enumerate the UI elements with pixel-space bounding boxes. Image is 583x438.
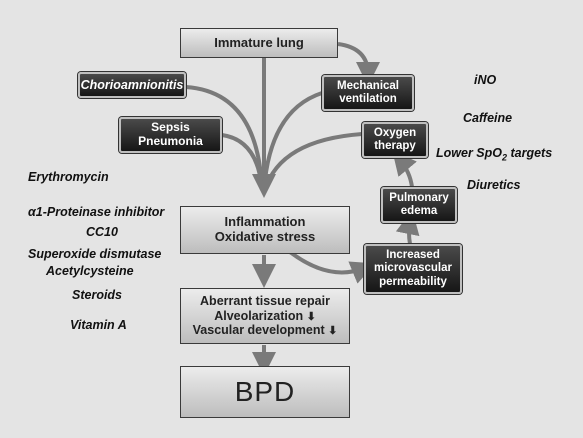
treatment-ino: iNO bbox=[474, 73, 497, 87]
pneumonia-label: Pneumonia bbox=[138, 134, 203, 148]
arrow-permeability-to-edema bbox=[395, 210, 420, 245]
oxygen-therapy-box: Oxygen therapy bbox=[362, 122, 428, 158]
arrow-ventilation-to-inflammation bbox=[262, 91, 323, 191]
treatment-vitamin-a: Vitamin A bbox=[70, 318, 127, 332]
inflammation-box: Inflammation Oxidative stress bbox=[180, 206, 350, 254]
sepsis-label: Sepsis bbox=[151, 120, 190, 135]
permeability-label: permeability bbox=[379, 275, 447, 288]
increased-label: Increased bbox=[386, 249, 440, 262]
alveolarization-label: Alveolarization bbox=[214, 308, 304, 323]
treatment-a1-proteinase: α1-Proteinase inhibitor bbox=[28, 205, 165, 219]
treatment-erythromycin: Erythromycin bbox=[28, 170, 109, 184]
treatment-acetylcysteine: Acetylcysteine bbox=[46, 264, 134, 278]
alveolarization-row: Alveolarization ⬇ bbox=[214, 309, 316, 324]
vascular-row: Vascular development ⬇ bbox=[193, 323, 338, 338]
bpd-label: BPD bbox=[234, 375, 296, 407]
pulmonary-edema-box: Pulmonary edema bbox=[381, 187, 457, 223]
treatment-caffeine: Caffeine bbox=[463, 111, 513, 125]
mechanical-ventilation-box: Mechanical ventilation bbox=[322, 75, 414, 111]
therapy-label: therapy bbox=[374, 140, 416, 152]
microvascular-label: microvascular bbox=[374, 262, 452, 275]
mechanical-ventilation-line2: ventilation bbox=[339, 93, 397, 105]
aberrant-repair-box: Aberrant tissue repair Alveolarization ⬇… bbox=[180, 288, 350, 344]
immature-lung-box: Immature lung bbox=[180, 28, 338, 58]
pulmonary-label: Pulmonary bbox=[389, 191, 449, 204]
oxygen-label: Oxygen bbox=[373, 126, 417, 139]
permeability-box: Increased microvascular permeability bbox=[364, 244, 462, 294]
treatment-spo2: Lower SpO2 targets bbox=[436, 146, 553, 163]
chorioamnionitis-box: Chorioamnionitis bbox=[78, 72, 186, 98]
immature-lung-label: Immature lung bbox=[214, 34, 304, 50]
arrow-sepsis-to-inflammation bbox=[221, 133, 264, 191]
arrow-edema-to-oxygen bbox=[392, 150, 417, 188]
arrow-lung-to-ventilation bbox=[337, 42, 380, 86]
inflammation-label: Inflammation bbox=[224, 214, 306, 230]
sepsis-pneumonia-box: Sepsis Pneumonia bbox=[119, 117, 222, 153]
treatment-steroids: Steroids bbox=[72, 288, 123, 302]
decrease-arrow-icon: ⬇ bbox=[306, 310, 316, 323]
edema-label: edema bbox=[400, 205, 438, 217]
treatment-diuretics: Diuretics bbox=[467, 178, 521, 192]
arrow-oxygen-to-inflammation bbox=[263, 132, 363, 191]
oxidative-stress-label: Oxidative stress bbox=[214, 229, 316, 244]
treatment-cc10: CC10 bbox=[86, 225, 118, 239]
treatment-superoxide: Superoxide dismutase bbox=[28, 247, 162, 261]
bpd-box: BPD bbox=[180, 366, 350, 418]
decrease-arrow-icon: ⬇ bbox=[328, 325, 338, 338]
aberrant-repair-label: Aberrant tissue repair bbox=[200, 294, 330, 309]
vascular-development-label: Vascular development bbox=[192, 323, 325, 338]
arrow-inflammation-to-permeability bbox=[288, 250, 376, 284]
chorioamnionitis-label: Chorioamnionitis bbox=[80, 77, 184, 92]
mechanical-ventilation-line1: Mechanical bbox=[337, 79, 399, 92]
